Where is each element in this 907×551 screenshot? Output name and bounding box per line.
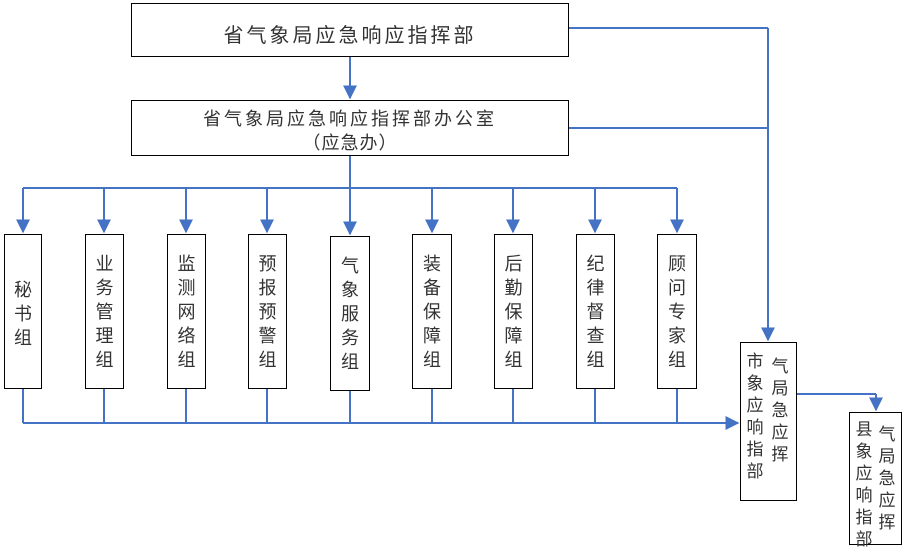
group-label-advisory-experts: 顾 问 专 家 组 [668,254,686,371]
emergency-office-label: 省气象局应急响应指挥部办公室 [203,109,497,130]
group-label-business-management: 业 务 管 理 组 [95,254,114,371]
emergency-office-box: 省气象局应急响应指挥部办公室 （应急办） [131,100,569,156]
group-box-business-management: 业 务 管 理 组 [85,234,124,389]
group-label-weather-service: 气 象 服 务 组 [341,256,359,373]
city-command-label-col1: 市 象 应 响 指 部 [746,352,764,482]
county-command-label-col1: 县 象 应 响 指 部 [855,420,873,550]
county-command-label-col2: 气 局 急 应 挥 [878,425,896,533]
emergency-office-sublabel: （应急办） [302,133,398,154]
group-label-forecast-warning: 预 报 预 警 组 [258,254,277,371]
group-box-monitoring-network: 监 测 网 络 组 [167,234,206,389]
group-label-logistics-support: 后 勤 保 障 组 [504,254,523,371]
city-command-box: 市 象 应 响 指 部 气 局 急 应 挥 [740,342,797,501]
provincial-command-box: 省气象局应急响应指挥部 [131,3,569,57]
group-box-logistics-support: 后 勤 保 障 组 [494,234,533,389]
group-box-advisory-experts: 顾 问 专 家 组 [657,234,697,389]
group-label-monitoring-network: 监 测 网 络 组 [177,254,196,371]
group-box-discipline-inspection: 纪 律 督 查 组 [576,234,615,389]
city-command-label-col2: 气 局 急 应 挥 [771,357,789,465]
group-label-secretariat: 秘 书 组 [14,280,32,349]
county-command-box: 县 象 应 响 指 部 气 局 急 应 挥 [849,412,902,550]
group-box-equipment-support: 装 备 保 障 组 [412,234,452,389]
group-label-equipment-support: 装 备 保 障 组 [423,254,441,371]
provincial-command-label: 省气象局应急响应指挥部 [223,23,477,47]
group-box-weather-service: 气 象 服 务 组 [330,236,370,391]
group-label-discipline-inspection: 纪 律 督 查 组 [586,254,605,371]
group-box-secretariat: 秘 书 组 [4,234,42,389]
group-box-forecast-warning: 预 报 预 警 组 [248,234,287,389]
